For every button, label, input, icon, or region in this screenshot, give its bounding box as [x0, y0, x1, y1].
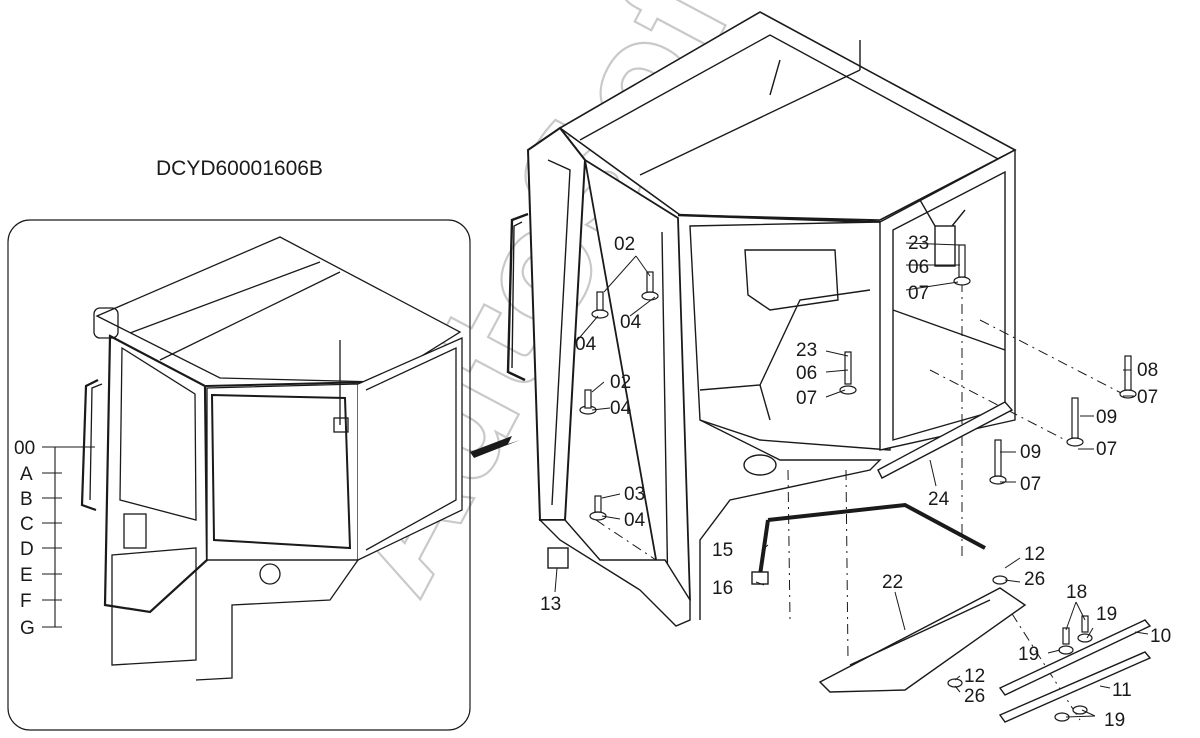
inset-label: B [20, 489, 33, 510]
fasteners [579, 244, 1137, 722]
callout: 13 [540, 594, 561, 615]
callout: 18 [1066, 582, 1087, 603]
inset-label: F [20, 591, 32, 612]
callout: 04 [624, 510, 646, 531]
callout: 19 [1018, 644, 1039, 665]
callout: 24 [928, 489, 950, 510]
callout: 04 [575, 334, 597, 355]
drawing-code: DCYD60001606B [156, 157, 323, 180]
callouts: 02 04 04 02 04 03 04 13 23 06 07 23 06 0… [540, 233, 1171, 731]
callout: 03 [624, 484, 645, 505]
callout: 19 [1104, 710, 1125, 731]
inset-label-bracket [42, 446, 95, 628]
callout: 09 [1020, 442, 1041, 463]
inset-label: E [20, 565, 33, 586]
callout: 16 [712, 578, 733, 599]
inset-label: D [20, 539, 34, 560]
callout: 08 [1137, 360, 1158, 381]
callout: 06 [908, 257, 929, 278]
inset-labels: 00 A B C D E F G [14, 438, 35, 639]
inset-panel [7, 219, 471, 731]
callout: 12 [1024, 544, 1045, 565]
callout: 22 [882, 572, 903, 593]
callout: 02 [614, 234, 635, 255]
callout: 23 [908, 233, 929, 254]
inset-label: A [20, 464, 33, 485]
callout: 07 [1137, 387, 1158, 408]
callout: 07 [796, 388, 817, 409]
callout: 06 [796, 363, 817, 384]
callout: 15 [712, 540, 733, 561]
leader-lines [554, 242, 1149, 718]
callout: 07 [1020, 474, 1041, 495]
loose-parts [547, 401, 1152, 723]
callout: 11 [1112, 680, 1132, 701]
callout: 02 [610, 372, 631, 393]
callout: 26 [964, 686, 985, 707]
callout: 19 [1096, 604, 1117, 625]
callout: 04 [620, 312, 642, 333]
callout: 26 [1024, 569, 1045, 590]
pointer-arrow [470, 436, 520, 458]
callout: 12 [964, 666, 985, 687]
callout: 23 [796, 340, 817, 361]
cab-frame [506, 11, 1017, 627]
callout: 04 [610, 398, 632, 419]
callout: 09 [1096, 407, 1117, 428]
inset-label: G [20, 618, 35, 639]
callout: 07 [1096, 439, 1117, 460]
inset-label: 00 [14, 438, 35, 459]
inset-label: C [20, 514, 34, 535]
callout: 10 [1150, 626, 1171, 647]
callout: 07 [908, 283, 929, 304]
